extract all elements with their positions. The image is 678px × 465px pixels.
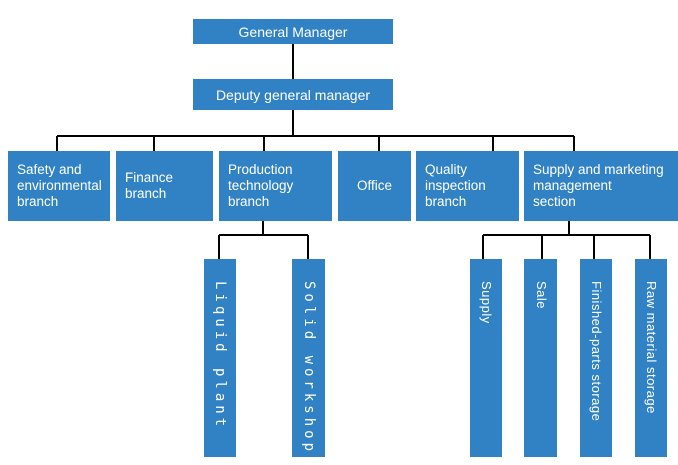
node-finance-branch: Finance branch: [116, 151, 213, 221]
node-deputy-general-manager: Deputy general manager: [193, 79, 393, 110]
node-liquid-plant: Liquid plant: [204, 259, 236, 457]
node-office: Office: [338, 151, 411, 221]
node-quality-inspection-branch: Quality inspection branch: [416, 151, 519, 221]
connector-supply-marketing-subtree: [482, 221, 651, 259]
node-solid-workshop: Solid workshop: [292, 259, 325, 457]
node-supply: Supply: [470, 259, 502, 457]
connector-deputy-branches: [56, 110, 575, 151]
node-safety-environmental-branch: Safety and environmental branch: [8, 151, 110, 221]
node-supply-marketing-management-section: Supply and marketing management section: [524, 151, 678, 221]
node-raw-material-storage: Raw material storage: [635, 259, 667, 457]
node-sale: Sale: [524, 259, 557, 457]
node-finished-parts-storage: Finished-parts storage: [580, 259, 612, 457]
node-general-manager: General Manager: [193, 19, 393, 44]
node-production-technology-branch: Production technology branch: [219, 151, 332, 221]
connector-production-subtree: [218, 221, 309, 259]
